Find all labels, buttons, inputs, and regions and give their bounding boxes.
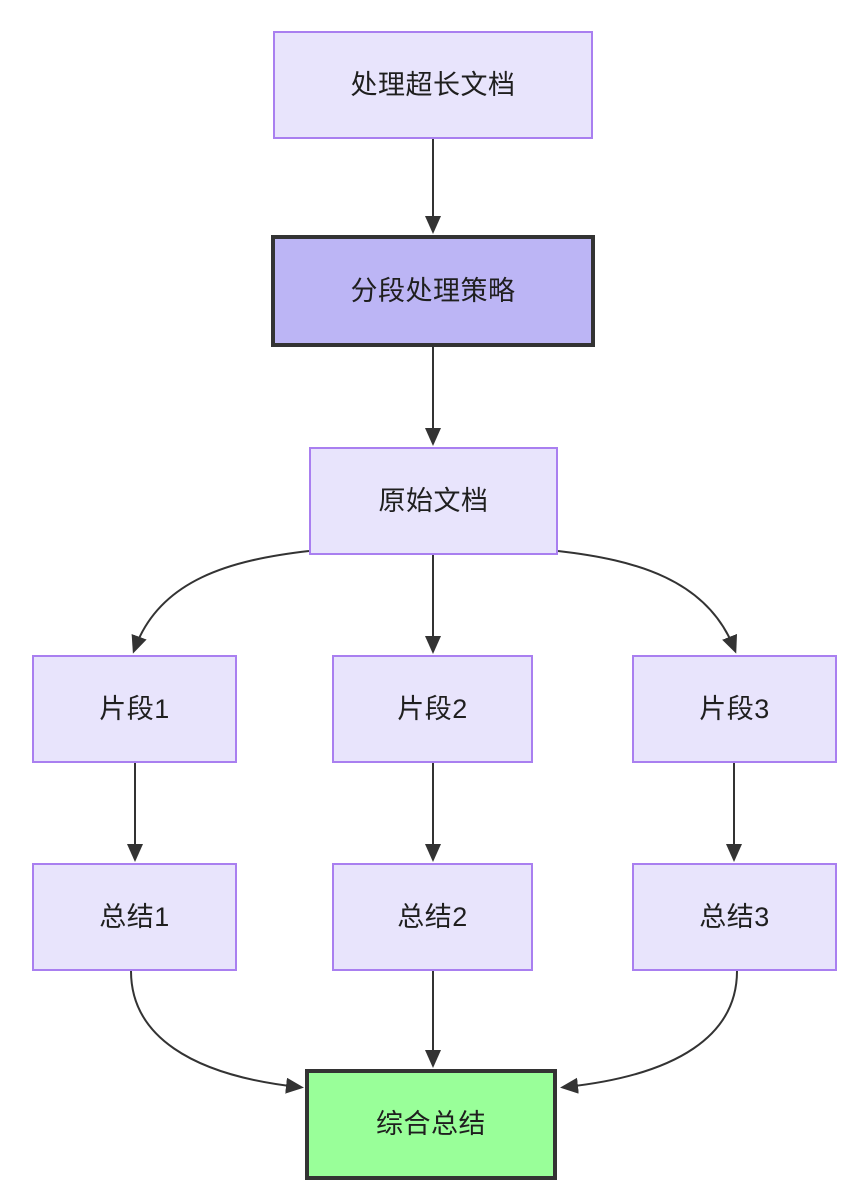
node-label: 总结1 (99, 901, 170, 932)
node-label: 分段处理策略 (350, 275, 516, 306)
node-label: 片段2 (397, 693, 468, 724)
node-label: 处理超长文档 (350, 69, 516, 100)
node-label: 总结3 (699, 901, 770, 932)
node-label: 综合总结 (376, 1109, 486, 1140)
node-summary-1[interactable]: 总结1 (32, 863, 237, 971)
node-comprehensive-summary[interactable]: 综合总结 (305, 1069, 557, 1180)
node-fragment-3[interactable]: 片段3 (632, 655, 837, 763)
edge-source-frag1 (131, 550, 310, 654)
edge-sum1-final (130, 970, 304, 1094)
node-source-document[interactable]: 原始文档 (309, 447, 558, 555)
node-label: 原始文档 (378, 485, 489, 516)
node-chunking-strategy[interactable]: 分段处理策略 (271, 235, 595, 347)
node-fragment-1[interactable]: 片段1 (32, 655, 237, 763)
node-label: 片段3 (699, 693, 770, 724)
edge-source-frag3 (557, 550, 737, 654)
edge-sum3-final (560, 970, 738, 1094)
node-summary-2[interactable]: 总结2 (332, 863, 533, 971)
node-process-long-document[interactable]: 处理超长文档 (273, 31, 593, 139)
node-summary-3[interactable]: 总结3 (632, 863, 837, 971)
node-fragment-2[interactable]: 片段2 (332, 655, 533, 763)
node-label: 片段1 (99, 693, 170, 724)
node-label: 总结2 (397, 901, 468, 932)
